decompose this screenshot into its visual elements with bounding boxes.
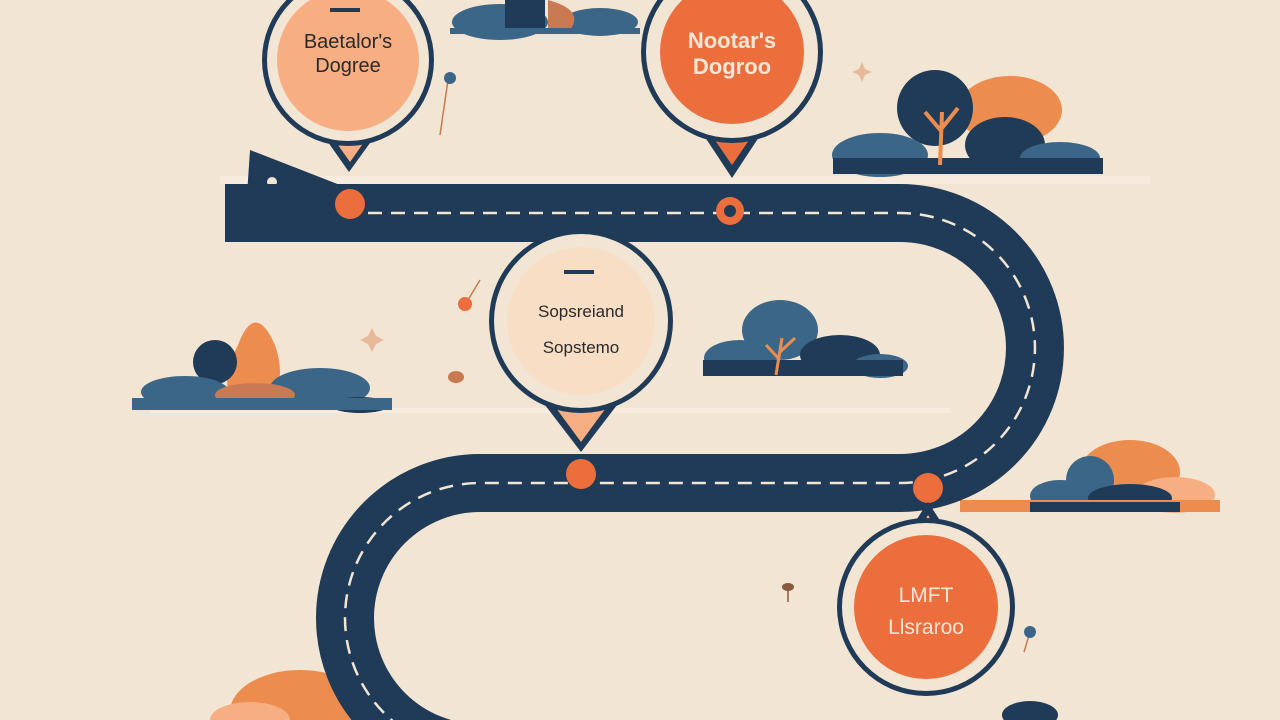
- label-master-line1: Nootar's: [687, 28, 777, 53]
- cloud-cluster-middle: [703, 300, 908, 378]
- road-nodes: [335, 189, 943, 503]
- label-sophomore-line2: Sopstemo: [542, 337, 620, 357]
- node-bachelor: [335, 189, 365, 219]
- label-sophomore: Sopsreiand Sopstemo: [511, 294, 651, 365]
- pin-master: [641, 0, 823, 178]
- label-master-line2: Dogroo: [692, 54, 772, 80]
- cloud-cluster-top: [450, 0, 640, 40]
- label-sophomore-line1: Sopsreiand: [537, 302, 624, 321]
- tree-cluster-right: [832, 70, 1103, 177]
- winding-road: [225, 184, 1064, 720]
- label-lmft: LMFT Llsraroo: [856, 580, 996, 643]
- node-sophomore: [566, 459, 596, 489]
- label-bachelor: Baetalor's Dogree: [278, 30, 418, 78]
- label-bachelor-line1: Baetalor's: [303, 31, 393, 53]
- pin-bachelor: [262, 0, 434, 172]
- cloud-cluster-left: [132, 322, 392, 413]
- node-lmft: [913, 473, 943, 503]
- label-lmft-line1: LMFT: [898, 584, 954, 607]
- label-master: Nootar's Dogroo: [657, 28, 807, 81]
- label-bachelor-line2: Dogree: [315, 55, 381, 77]
- decorative-dots: [360, 62, 1036, 653]
- label-lmft-line2: Llsraroo: [888, 615, 964, 639]
- pin-lmft: [837, 502, 1015, 696]
- cloud-cluster-lower-right: [960, 440, 1220, 513]
- pin-sophomore: [489, 229, 673, 452]
